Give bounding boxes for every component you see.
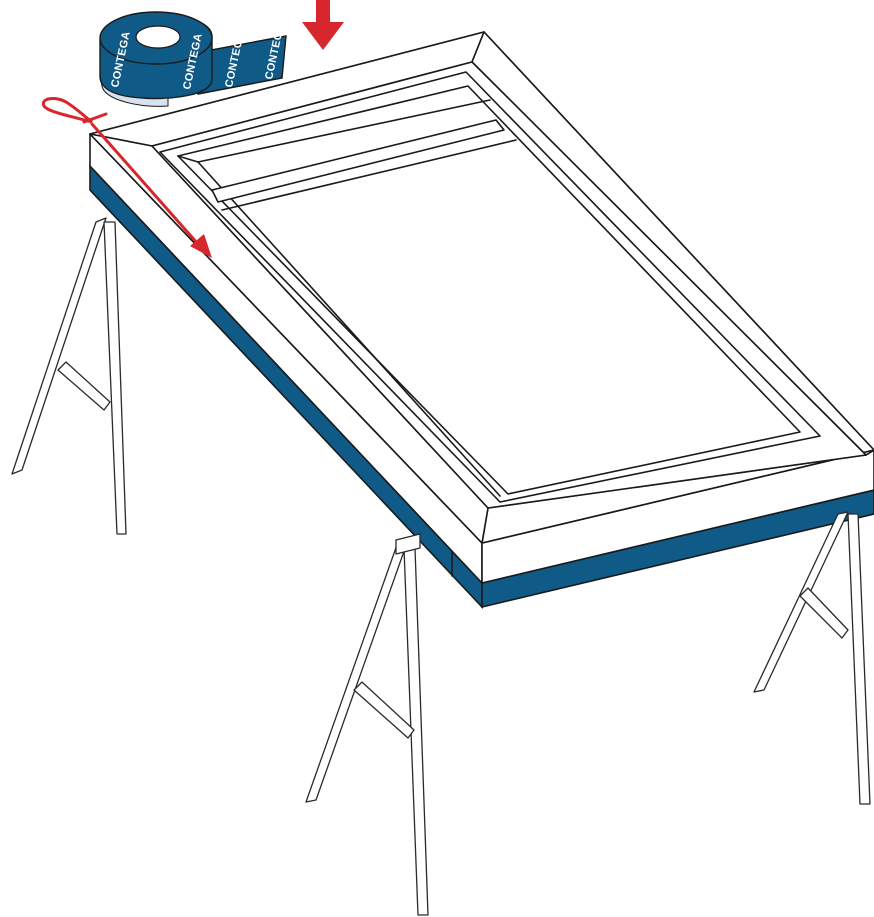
sawhorse-front-leg bbox=[306, 540, 408, 802]
sawhorse-back-brace bbox=[58, 362, 110, 410]
sawhorse-front-leg bbox=[848, 514, 870, 804]
sawhorse-back-leg bbox=[12, 218, 106, 474]
tape-roll-core bbox=[136, 26, 180, 48]
tape-pull-loop-icon bbox=[43, 99, 106, 122]
sawhorse-front-brace bbox=[354, 682, 414, 738]
window-frame bbox=[90, 32, 874, 607]
sawhorse-front-brace bbox=[800, 588, 848, 638]
sawhorse-back-leg bbox=[104, 222, 126, 534]
sawhorse-front-cap bbox=[396, 534, 420, 554]
down-arrow-icon bbox=[302, 0, 344, 50]
